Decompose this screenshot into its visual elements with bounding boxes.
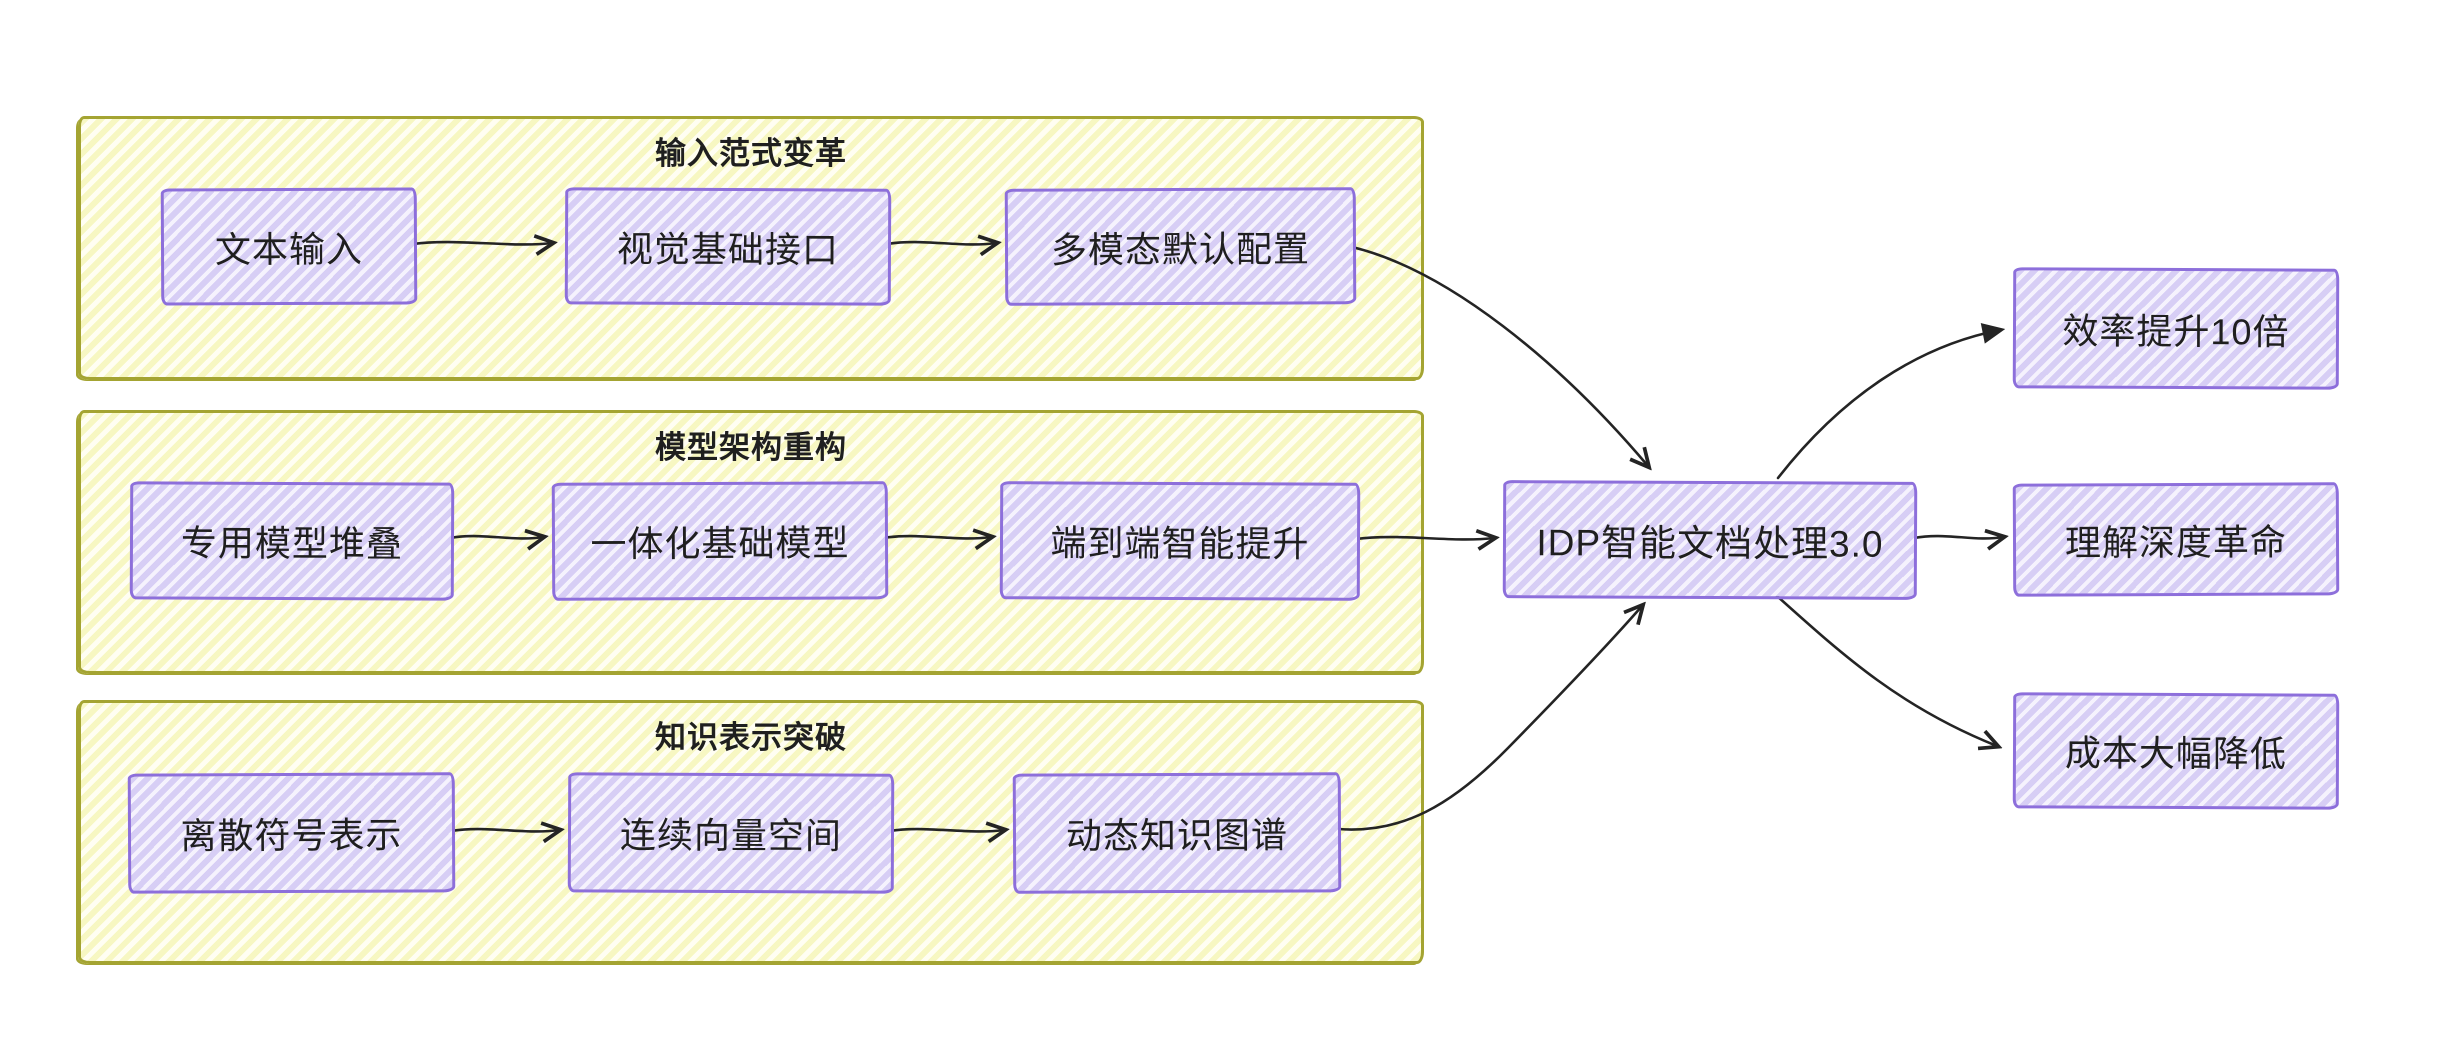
node-label: IDP智能文档处理3.0 (1536, 522, 1884, 565)
arrow-idp-to-understanding (1912, 536, 2003, 538)
node-label: 效率提升10倍 (2062, 310, 2290, 352)
group-title: 输入范式变革 (655, 136, 847, 171)
node-specialized-model-stacking[interactable]: 专用模型堆叠 (129, 481, 455, 601)
node-text-input[interactable]: 文本输入 (160, 187, 418, 306)
node-continuous-vector-space[interactable]: 连续向量空间 (567, 772, 895, 894)
node-label: 动态知识图谱 (1065, 814, 1289, 857)
node-label: 连续向量空间 (619, 814, 843, 857)
node-unified-foundation-model[interactable]: 一体化基础模型 (551, 481, 889, 601)
node-discrete-symbol-representation[interactable]: 离散符号表示 (127, 772, 456, 894)
node-label: 一体化基础模型 (590, 522, 850, 565)
arrow-idp-to-cost (1775, 594, 1997, 746)
node-label: 成本大幅降低 (2064, 732, 2288, 775)
node-label: 理解深度革命 (2064, 521, 2288, 563)
node-label: 离散符号表示 (180, 814, 403, 857)
node-idp-center[interactable]: IDP智能文档处理3.0 (1502, 480, 1918, 600)
arrow-idp-to-efficiency (1776, 330, 2000, 480)
node-dynamic-knowledge-graph[interactable]: 动态知识图谱 (1012, 772, 1342, 894)
node-multimodal-default-config[interactable]: 多模态默认配置 (1004, 187, 1357, 306)
group-title: 知识表示突破 (655, 720, 847, 755)
node-efficiency-10x[interactable]: 效率提升10倍 (2012, 267, 2340, 390)
node-label: 专用模型堆叠 (180, 522, 404, 565)
node-cost-reduction[interactable]: 成本大幅降低 (2012, 692, 2340, 810)
node-end-to-end-intelligence[interactable]: 端到端智能提升 (999, 481, 1361, 601)
node-label: 视觉基础接口 (616, 228, 840, 270)
group-title: 模型架构重构 (655, 430, 847, 465)
node-label: 端到端智能提升 (1050, 522, 1310, 565)
node-label: 文本输入 (214, 228, 364, 270)
node-label: 多模态默认配置 (1050, 227, 1311, 271)
node-visual-foundation-interface[interactable]: 视觉基础接口 (564, 187, 892, 306)
node-understanding-depth-revolution[interactable]: 理解深度革命 (2012, 482, 2340, 597)
